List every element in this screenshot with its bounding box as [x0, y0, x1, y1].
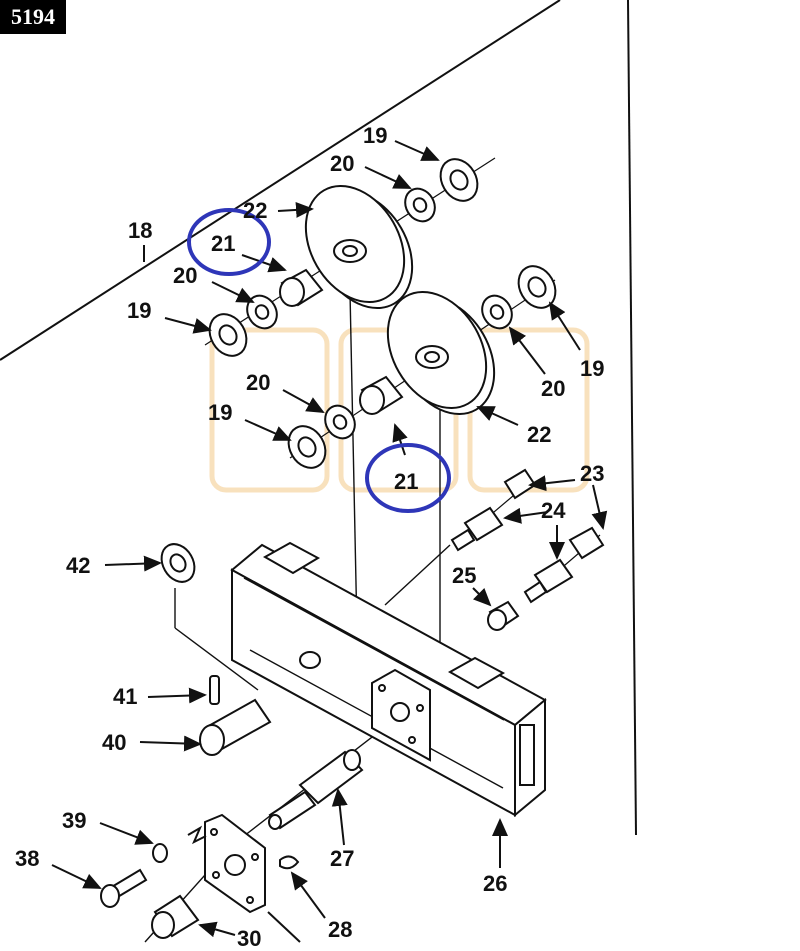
callout-19: 19 [127, 298, 151, 323]
bushing-25 [487, 600, 520, 631]
callout-26: 26 [483, 871, 507, 896]
washer-42 [160, 543, 196, 583]
lower-bearing-sleeve [359, 375, 404, 415]
callout-20: 20 [330, 151, 354, 176]
callout-20: 20 [246, 370, 270, 395]
lower-washers [324, 294, 513, 440]
end-plate [187, 813, 266, 914]
callout-23: 23 [580, 461, 604, 486]
lower-pulley [386, 290, 496, 416]
callout-19: 19 [363, 123, 387, 148]
upper-pulley-assembly [204, 157, 496, 357]
sheet-number-badge: 5194 [0, 0, 66, 34]
screw-38 [100, 868, 148, 908]
callout-21: 21 [394, 469, 418, 494]
callout-38: 38 [15, 846, 39, 871]
callout-20: 20 [541, 376, 565, 401]
highlight-circle-upper-21 [187, 208, 271, 276]
bushing-30 [151, 894, 200, 939]
bracket-26 [230, 541, 547, 818]
callout-39: 39 [62, 808, 86, 833]
washer-39 [152, 843, 168, 863]
roller-40 [199, 698, 272, 756]
mounting-plate-outline [0, 0, 637, 836]
callout-30: 30 [237, 926, 261, 946]
lower-seals [287, 265, 557, 469]
leader-arrows [51, 140, 608, 943]
callout-27: 27 [330, 846, 354, 871]
highlight-circles [187, 208, 451, 513]
callout-22: 22 [243, 198, 267, 223]
pin-41 [209, 675, 220, 705]
upper-bearing-sleeve [279, 268, 324, 307]
clip-28 [279, 855, 300, 870]
callout-41: 41 [113, 684, 137, 709]
callout-40: 40 [102, 730, 126, 755]
callout-24: 24 [541, 498, 566, 523]
callout-28: 28 [328, 917, 352, 942]
upper-pulley [304, 184, 414, 310]
upper-seals [208, 158, 479, 357]
highlight-circle-lower-21 [365, 443, 451, 513]
callout-18: 18 [128, 218, 152, 243]
callout-19: 19 [208, 400, 232, 425]
upper-washers [246, 187, 436, 330]
shaft-27 [268, 749, 364, 830]
callout-21: 21 [211, 231, 235, 256]
lower-pulley-assembly [287, 265, 557, 469]
callout-20: 20 [173, 263, 197, 288]
fittings [450, 468, 605, 631]
callout-25: 25 [452, 563, 476, 588]
callout-19: 19 [580, 356, 604, 381]
callout-labels: 18 19 19 19 19 20 20 20 20 21 21 22 22 2… [15, 123, 604, 951]
callout-22: 22 [527, 422, 551, 447]
callout-42: 42 [66, 553, 90, 578]
